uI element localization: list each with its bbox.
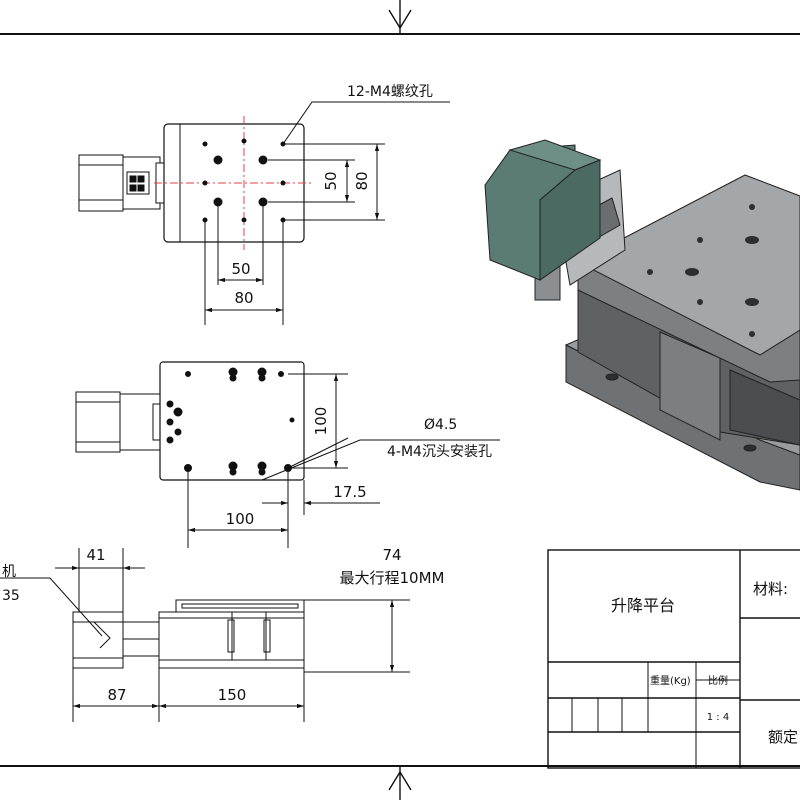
dim-side-motor-length: 87 [107,686,126,704]
bottom-center-mark-icon [388,766,412,800]
scale-value: 1 : 4 [707,712,729,723]
scale-label: 比例 [708,674,728,687]
dim-mid-horizontal: 100 [226,510,255,528]
motor-label-1: 机 [2,564,16,580]
bottom-view [75,361,500,548]
weight-label: 重量(Kg) [650,674,691,687]
part-name: 升降平台 [611,596,675,615]
dim-top-vertical-outer: 80 [353,171,371,190]
mount-holes-label: 4-M4沉头安装孔 [387,444,492,460]
hole-diameter-label: Ø4.5 [424,417,457,433]
side-view [0,548,410,722]
max-stroke-label: 最大行程10MM [340,569,445,587]
dim-top-vertical-inner: 50 [322,171,340,190]
top-center-mark-icon [388,0,412,34]
material-label: 材料: [753,580,788,598]
dim-side-stage-length: 150 [218,686,247,704]
isometric-model [484,139,800,491]
dim-side-height: 74 [382,546,401,564]
title-block [547,549,800,769]
dim-top-horizontal-outer: 80 [234,289,253,307]
dim-top-horizontal-inner: 50 [231,260,250,278]
dim-mid-offset: 17.5 [333,483,366,501]
threaded-holes-label: 12-M4螺纹孔 [347,84,433,100]
top-view [78,101,450,325]
motor-label-2: 35 [2,588,20,604]
dim-side-motor-top: 41 [86,546,105,564]
dim-mid-vertical: 100 [312,407,330,436]
rated-label: 额定 [768,728,798,746]
